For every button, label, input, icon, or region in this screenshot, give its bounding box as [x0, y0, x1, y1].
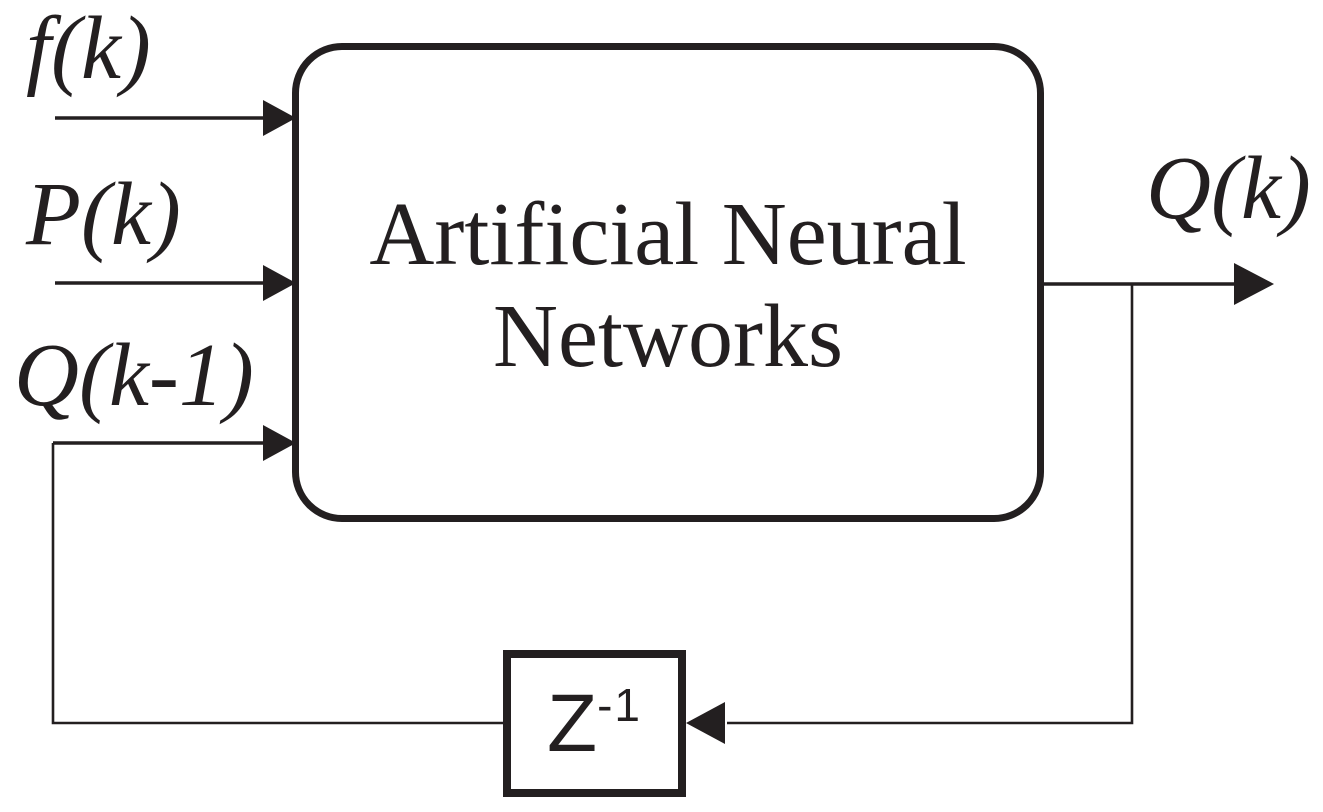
- delay-block-label: Z-1: [547, 682, 642, 765]
- ann-block-title: Artificial Neural Networks: [369, 178, 966, 387]
- delay-base: Z: [547, 678, 598, 769]
- delay-block: Z-1: [503, 650, 686, 797]
- output-arrow: [1044, 263, 1274, 305]
- ann-block: Artificial Neural Networks: [292, 43, 1044, 522]
- delayed-q-input-arrow: [53, 425, 296, 461]
- delay-exponent: -1: [597, 679, 642, 731]
- input-label-p: P(k): [26, 165, 181, 264]
- output-label-q: Q(k): [1146, 139, 1311, 238]
- input-label-q-delayed: Q(k-1): [14, 326, 254, 425]
- p-input-arrow: [55, 265, 296, 301]
- input-label-f: f(k): [26, 0, 151, 98]
- f-input-arrow: [55, 100, 296, 136]
- ann-title-line-2: Networks: [493, 286, 843, 386]
- ann-title-line-1: Artificial Neural: [369, 184, 967, 284]
